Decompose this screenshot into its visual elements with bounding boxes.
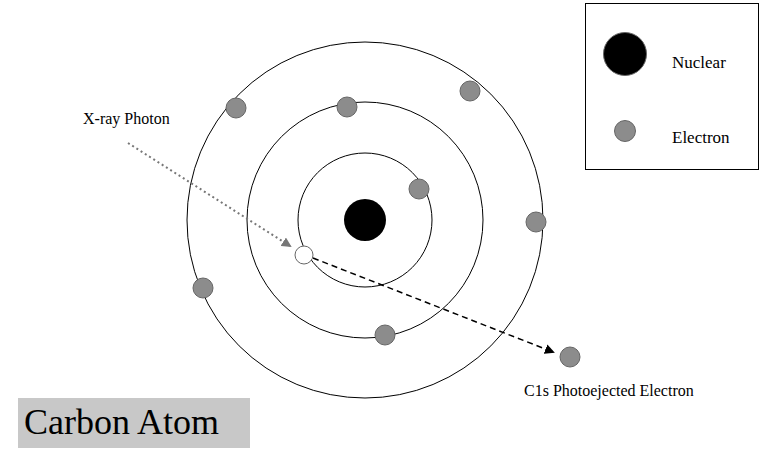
- nucleus: [344, 199, 386, 241]
- electron: [226, 98, 246, 118]
- ejected-electron: [560, 347, 580, 367]
- legend-text: Electron: [672, 128, 730, 148]
- electron: [193, 278, 213, 298]
- legend-swatch: [603, 32, 647, 76]
- outer-orbit: [187, 42, 543, 398]
- electron: [337, 97, 357, 117]
- electron: [375, 325, 395, 345]
- legend-text: Nuclear: [672, 53, 726, 73]
- title-box: Carbon Atom: [18, 398, 250, 448]
- legend-box: [586, 4, 759, 170]
- ejection-path: [313, 258, 553, 352]
- electron: [526, 212, 546, 232]
- photon-path: [128, 143, 290, 246]
- photon-label: X-ray Photon: [83, 110, 170, 128]
- inner-orbit: [298, 153, 432, 287]
- legend-swatch: [614, 120, 636, 142]
- title-text: Carbon Atom: [24, 403, 250, 443]
- electron: [460, 81, 480, 101]
- middle-orbit: [247, 102, 483, 338]
- electron-label: C1s Photoejected Electron: [524, 382, 694, 400]
- electron-vacancy: [295, 246, 313, 264]
- electron: [409, 179, 429, 199]
